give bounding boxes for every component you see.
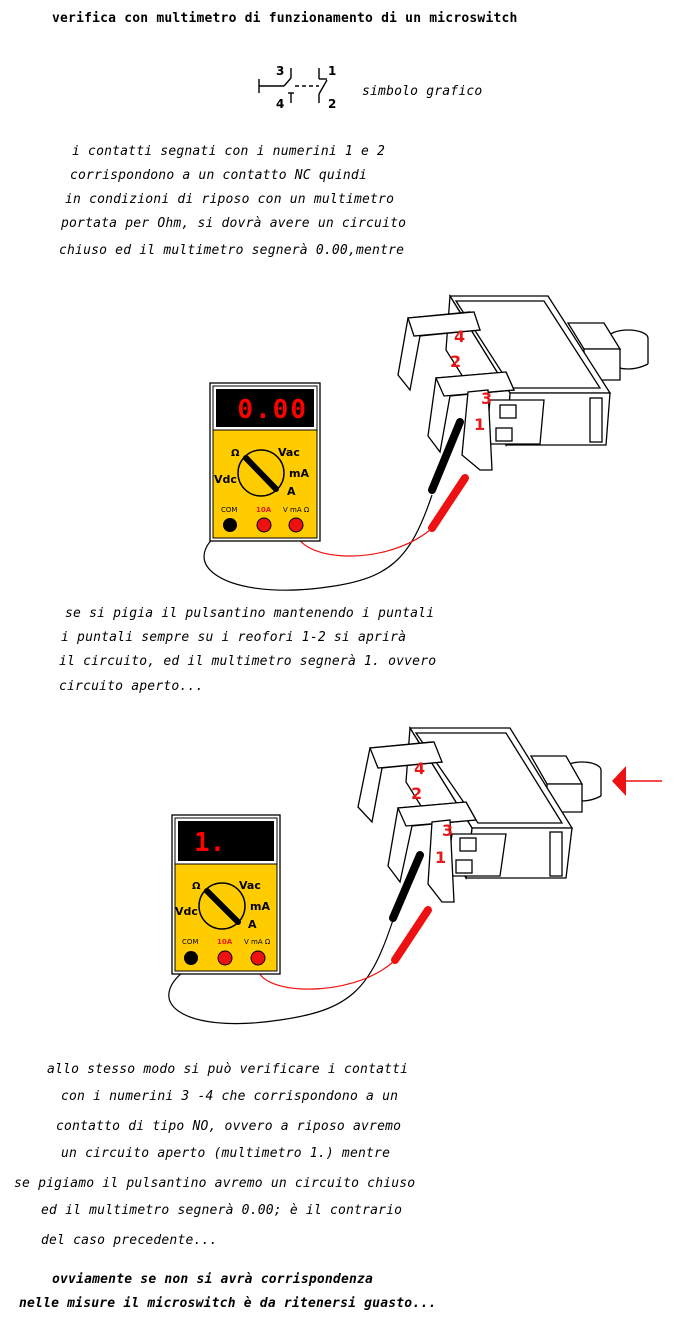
meter2-vac-label: Vac [239,879,261,892]
microswitch-1 [397,293,649,471]
paragraph3-line-7: del caso precedente... [41,1233,218,1248]
symbol-label-3: 3 [276,64,284,78]
paragraph1-line-3: in condizioni di riposo con un multimetr… [65,192,395,207]
jack-10a-1[interactable] [256,517,272,533]
jack-com-2[interactable] [184,951,198,965]
black-probe-1[interactable] [428,418,464,494]
meter1-display: 0.00 [237,395,308,425]
paragraph1-line-1: i contatti segnati con i numerini 1 e 2 [72,144,386,159]
symbol-caption: simbolo grafico [362,84,483,99]
symbol-label-2: 2 [328,97,336,111]
switch1-terminal-2: 2 [450,352,461,371]
jack-com-1[interactable] [223,518,237,532]
paragraph3-line-1: allo stesso modo si può verificare i con… [47,1062,409,1077]
black-wire-1 [203,494,433,591]
multimeter-1 [209,382,321,542]
red-wire-2 [257,961,394,990]
paragraph2-line-2: i puntali sempre su i reofori 1-2 si apr… [61,630,407,645]
paragraph3-line-6: ed il multimetro segnerà 0.00; è il cont… [41,1203,403,1218]
meter2-com-label: COM [182,938,198,946]
paragraph3-line-5: se pigiamo il pulsantino avremo un circu… [14,1176,416,1191]
switch1-terminal-4: 4 [454,327,465,346]
paragraph2-line-3: il circuito, ed il multimetro segnerà 1.… [59,654,437,669]
paragraph3-line-3: contatto di tipo NO, ovvero a riposo avr… [56,1119,402,1134]
switch-symbol [258,68,328,103]
meter1-a-label: A [287,485,296,498]
meter2-ohm-label: Ω [192,881,201,892]
meter1-vma-label: V mA Ω [283,506,310,514]
meter1-ohm-label: Ω [231,448,240,459]
paragraph2-line-1: se si pigia il pulsantino mantenendo i p… [65,606,435,621]
meter2-vdc-label: Vdc [175,905,198,918]
paragraph3-line-2: con i numerini 3 -4 che corrispondono a … [61,1089,399,1104]
switch1-terminal-3: 3 [481,389,492,408]
switch2-terminal-4: 4 [414,759,425,778]
meter1-10a-label: 10A [256,506,272,514]
meter2-a-label: A [248,918,257,931]
microswitch-2 [357,725,602,903]
paragraph1-line-4: portata per Ohm, si dovrà avere un circu… [61,216,407,231]
red-probe-2[interactable] [391,906,432,964]
dial-pointer-1 [243,455,279,492]
press-arrow-icon [612,766,662,796]
paragraph2-line-4: circuito aperto... [59,679,204,694]
paragraph3-line-4: un circuito aperto (multimetro 1.) mentr… [61,1146,391,1161]
meter1-ma-label: mA [289,467,309,480]
conclusion-line-1: ovviamente se non si avrà corrispondenza [52,1272,374,1287]
multimeter-2 [171,814,281,975]
conclusion-line-2: nelle misure il microswitch è da ritener… [19,1296,437,1311]
switch2-terminal-1: 1 [435,848,446,867]
jack-10a-2[interactable] [217,950,233,966]
meter2-display: 1. [194,828,225,858]
symbol-label-1: 1 [328,64,336,78]
paragraph1-line-2: corrispondono a un contatto NC quindi [70,168,367,183]
dial-pointer-2 [204,888,241,925]
jack-vma-1[interactable] [288,517,304,533]
meter2-vma-label: V mA Ω [244,938,271,946]
black-wire-2 [168,919,394,1025]
black-probe-2[interactable] [389,851,424,922]
jack-vma-2[interactable] [250,950,266,966]
meter1-com-label: COM [221,506,237,514]
switch2-terminal-3: 3 [442,821,453,840]
red-probe-1[interactable] [428,474,469,532]
meter1-vac-label: Vac [278,446,300,459]
switch2-terminal-2: 2 [411,784,422,803]
paragraph1-line-5: chiuso ed il multimetro segnerà 0.00,men… [59,243,405,258]
meter2-ma-label: mA [250,900,270,913]
symbol-label-4: 4 [276,97,284,111]
switch1-terminal-1: 1 [474,415,485,434]
meter2-10a-label: 10A [217,938,233,946]
page-title: verifica con multimetro di funzionamento… [52,11,518,26]
meter1-vdc-label: Vdc [214,473,237,486]
